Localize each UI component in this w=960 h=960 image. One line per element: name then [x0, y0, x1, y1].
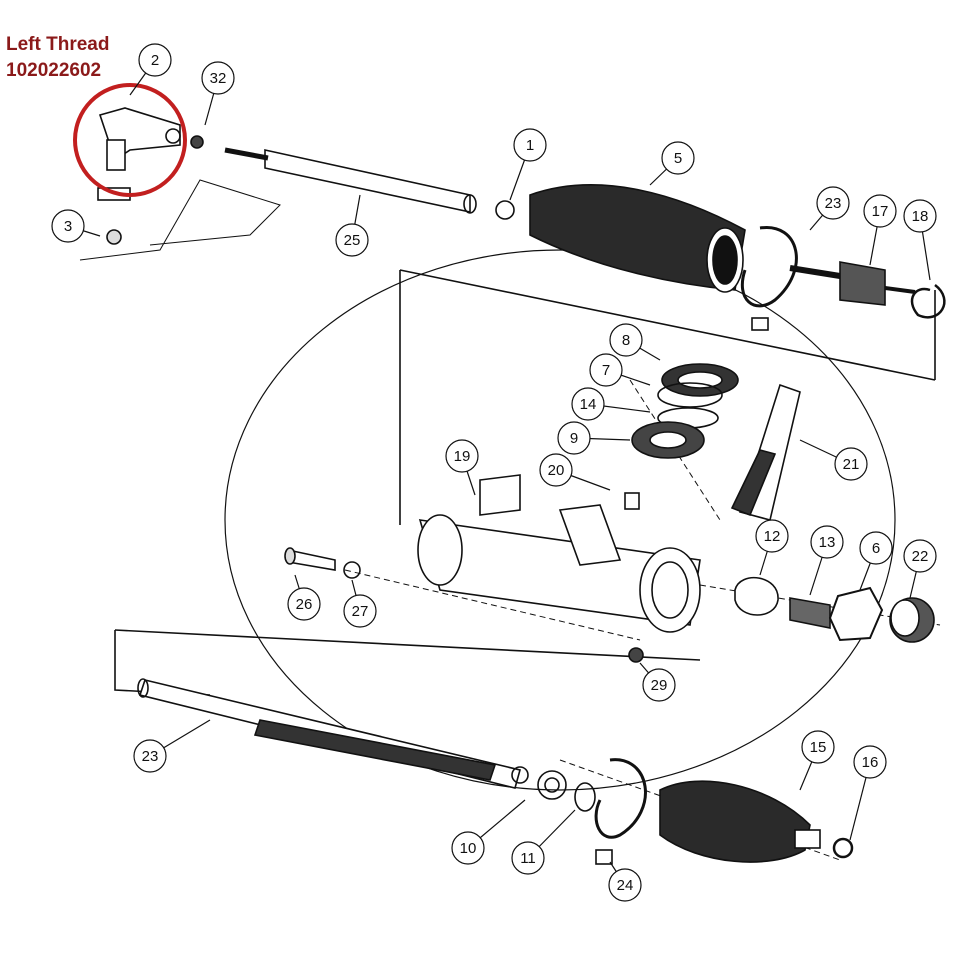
callout-label-line2: 102022602: [6, 60, 102, 81]
callout-bubble: [511, 841, 545, 875]
callout-bubble: [287, 587, 321, 621]
part-number-3: 3: [64, 218, 72, 235]
part-number-7: 7: [602, 362, 610, 379]
part-number-27: 27: [352, 603, 369, 620]
boot-lower: [659, 780, 821, 863]
part-number-8: 8: [622, 332, 630, 349]
callout-bubble: [609, 323, 643, 357]
part-number-9: 9: [570, 430, 578, 447]
part-number-2: 2: [151, 52, 159, 69]
callout-bubble: [859, 531, 893, 565]
washer-10: [537, 770, 567, 800]
clamp-lower: [594, 758, 647, 839]
callout-bubble: [335, 223, 369, 257]
rack-lower: [137, 678, 529, 789]
callout-bubble: [138, 43, 172, 77]
part-number-5: 5: [674, 150, 682, 167]
plug-29: [628, 647, 644, 663]
part-number-14: 14: [580, 396, 597, 413]
part-number-29: 29: [651, 677, 668, 694]
washer-7: [657, 382, 723, 408]
snap-ring-18: [910, 284, 946, 319]
ring-16: [832, 837, 854, 859]
inner-tie-rod: [789, 261, 916, 306]
bracket-upper-top: [399, 269, 936, 381]
part-number-1: 1: [526, 137, 534, 154]
tie-rod-end: [79, 107, 281, 261]
part-number-23: 23: [825, 195, 842, 212]
callout-bubble: [513, 128, 547, 162]
part-number-17: 17: [872, 203, 889, 220]
washer-27: [343, 561, 361, 579]
callout-bubble: [608, 868, 642, 902]
part-number-16: 16: [862, 754, 879, 771]
bracket-lower-top: [114, 629, 701, 661]
callout-bubble: [133, 739, 167, 773]
washer-1: [495, 200, 515, 220]
callout-bubble: [903, 539, 937, 573]
part-number-32: 32: [210, 70, 227, 87]
nut-6: [828, 586, 884, 642]
rack-housing: [417, 474, 701, 633]
callout-bubble: [755, 519, 789, 553]
callout-bubble: [816, 186, 850, 220]
callout-bubble: [589, 353, 623, 387]
tie-rod-upper: [224, 147, 477, 214]
part-number-11: 11: [520, 850, 536, 867]
bushing-11: [574, 782, 596, 812]
callout-bubble: [661, 141, 695, 175]
pin-20: [624, 492, 640, 510]
callout-bubble: [863, 194, 897, 228]
part-number-26: 26: [296, 596, 313, 613]
part-number-24: 24: [617, 877, 634, 894]
part-number-18: 18: [912, 208, 929, 225]
part-number-12: 12: [764, 528, 781, 545]
callout-bubble: [557, 421, 591, 455]
pinion-gear: [730, 383, 801, 521]
callout-bubble: [445, 439, 479, 473]
callout-bubble: [853, 745, 887, 779]
callout-label-line1: Left Thread: [6, 34, 110, 55]
part-number-13: 13: [819, 534, 836, 551]
part-number-19: 19: [454, 448, 471, 465]
assembly-ellipse: [224, 249, 896, 791]
callout-bubble: [539, 453, 573, 487]
clamp-upper: [740, 226, 798, 308]
part-number-6: 6: [872, 540, 880, 557]
part-number-25: 25: [344, 232, 361, 249]
boot-upper: [529, 184, 746, 293]
callout-bubble: [201, 61, 235, 95]
part-number-23: 23: [142, 748, 159, 765]
rack-guide-12: [734, 576, 779, 616]
part-number-10: 10: [460, 840, 477, 857]
callout-bubble: [343, 594, 377, 628]
callout-bubble: [801, 730, 835, 764]
callout-bubble: [903, 199, 937, 233]
spring-13: [789, 597, 831, 629]
part-number-20: 20: [548, 462, 565, 479]
part-number-22: 22: [912, 548, 929, 565]
highlight-circle: [73, 83, 187, 197]
callout-bubble: [51, 209, 85, 243]
callout-bubble: [451, 831, 485, 865]
callout-bubble: [834, 447, 868, 481]
callout-bubble: [642, 668, 676, 702]
part-number-15: 15: [810, 739, 827, 756]
callout-bubble: [810, 525, 844, 559]
callout-bubble: [571, 387, 605, 421]
part-number-21: 21: [843, 456, 860, 473]
